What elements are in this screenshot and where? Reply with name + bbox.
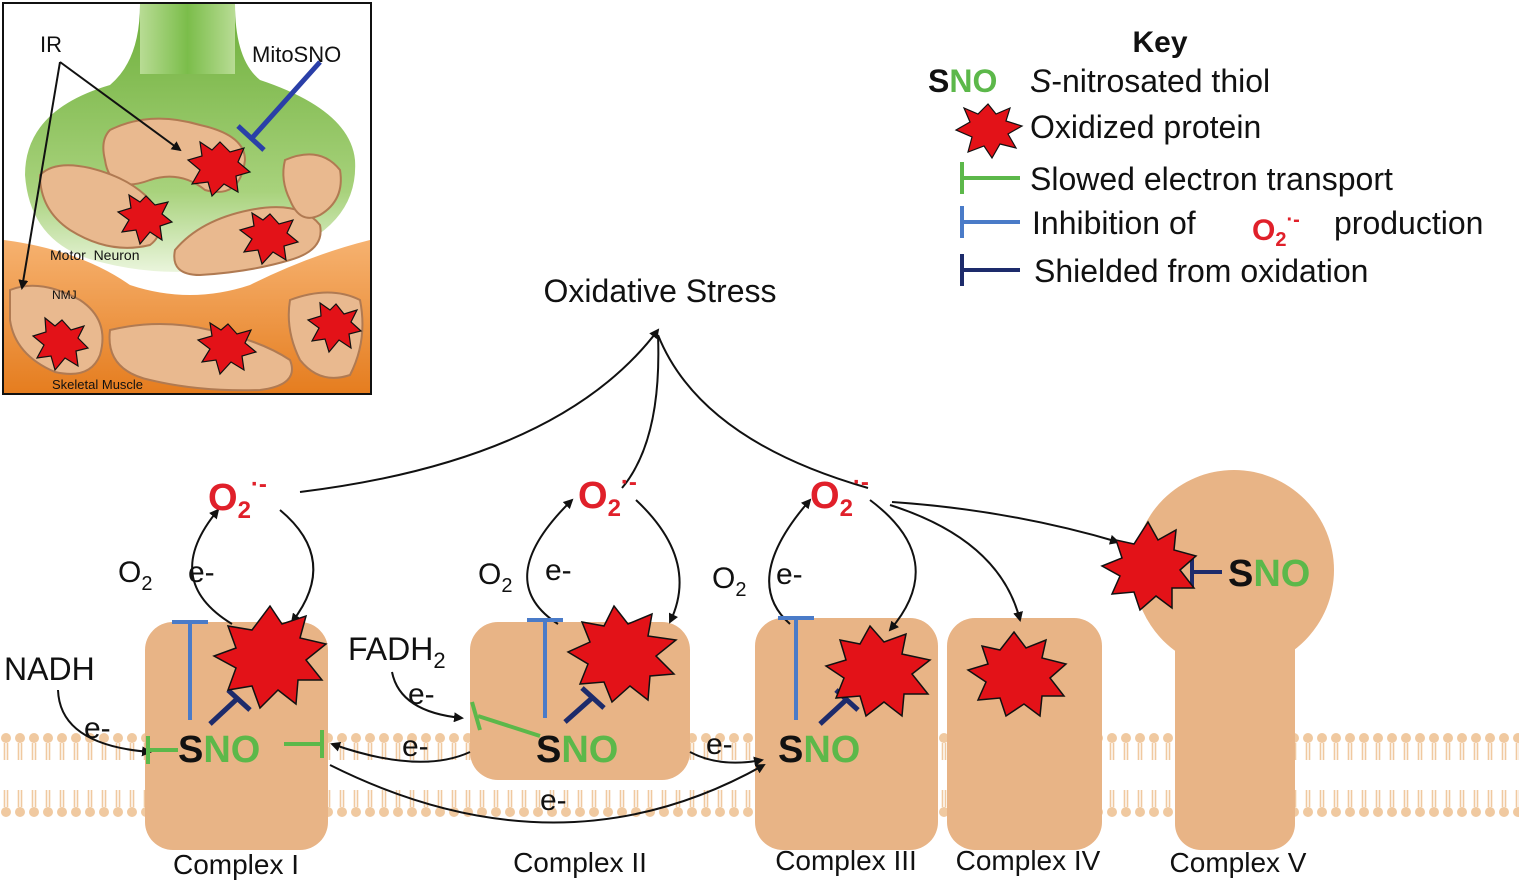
axon [140,4,235,74]
electron-nadh: e- [84,712,111,745]
complex-iv-label: Complex IV [956,845,1101,876]
electron-complex-iii-o2: e- [776,558,803,591]
arrow-complex-ii-e-to-o2 [526,498,574,625]
arrow-complex-ii-to-i [330,741,471,763]
mitosno-inhibition-line [250,60,322,140]
main-oxidized-stars [212,520,1198,718]
complex-iii-star [824,624,932,718]
electron-complex-i-to-iii: e- [540,784,567,817]
key-production-text: production [1334,205,1483,241]
arrow-complex-i-e-to-o2 [191,508,233,625]
complex-iv-star [966,630,1068,718]
sno-complex-i: SNO [178,729,260,771]
complex-v-body [1134,470,1334,850]
ir-arrow-muscle [18,61,61,290]
nadh-label: NADH [4,651,95,687]
key-sno-text: S-nitrosated thiol [1030,63,1270,99]
electron-complex-ii-to-iii: e- [706,728,733,761]
arrow-o2-to-complex-iii-star [869,499,917,632]
arrow-nadh [57,689,152,757]
electron-complex-i-o2: e- [188,556,215,589]
superoxide-complex-ii: O2·- [578,469,637,522]
complex-v-label: Complex V [1170,847,1307,878]
sno-complex-ii: SNO [536,729,618,771]
skeletal-muscle-label: Skeletal Muscle [52,377,143,392]
electron-complex-ii-o2: e- [545,554,572,587]
nmj-label: NMJ [52,288,77,302]
electron-complex-ii-to-i: e- [402,730,429,763]
key-sno-symbol: SNO [928,63,997,99]
superoxide-complex-iii: O2·- [810,469,869,522]
inhibition-marks [146,556,1222,764]
electron-fadh2: e- [408,678,435,711]
oxidative-stress-label: Oxidative Stress [544,273,777,309]
complex-i-star [212,604,328,710]
complex-ii-label: Complex II [513,847,647,878]
o2-label-complex-iii: O2 [712,562,746,601]
fadh2-label: FADH2 [348,631,446,673]
mitosno-label: MitoSNO [252,42,341,67]
key-shielded-text: Shielded from oxidation [1034,253,1368,289]
o2-label-complex-i: O2 [118,556,152,595]
arrow-complex-iii-e-to-o2 [768,498,812,625]
key-oxidized-star [954,103,1024,160]
arrow-fadh2 [391,671,464,723]
electron-and-superoxide-arrows [57,328,1120,824]
ir-arrow-neuron [59,61,182,152]
arrow-complex-ii-to-iii [689,751,764,767]
o2-label-complex-ii: O2 [478,558,512,597]
complex-i-label: Complex I [173,849,299,880]
inset-oxidized-stars [31,140,363,376]
key-title: Key [1132,26,1187,59]
sno-complex-iii: SNO [778,729,860,771]
key-inhibition-text: Inhibition of [1032,205,1196,241]
arrow-complex-i-to-iii [329,764,766,824]
complex-v-star [1100,520,1198,612]
superoxide-complex-i: O2·- [208,471,267,524]
sno-complex-v: SNO [1228,553,1310,595]
arrow-o2-to-complex-ii-star [635,499,681,624]
key-legend: Key SNO S-nitrosated thiol Oxidized prot… [928,26,1483,289]
inset-panel: IR MitoSNO Motor Neuron NMJ Skeletal Mus… [2,2,372,395]
mitosno-inhibition-bar [236,124,266,152]
arrow-o2-i-to-stress [299,328,660,493]
arrow-o2-to-complex-v-star [891,501,1120,545]
complex-iii-label: Complex III [775,845,917,876]
key-superoxide: O2·- [1252,209,1300,251]
arrow-o2-to-complex-i-star [279,509,315,624]
ir-label: IR [40,32,62,57]
complex-ii-star [566,604,678,704]
arrow-o2-to-complex-iv-star [889,504,1023,622]
key-slowed-text: Slowed electron transport [1030,161,1393,197]
key-oxidized-text: Oxidized protein [1030,109,1261,145]
motor-neuron-label: Motor Neuron [50,247,139,263]
